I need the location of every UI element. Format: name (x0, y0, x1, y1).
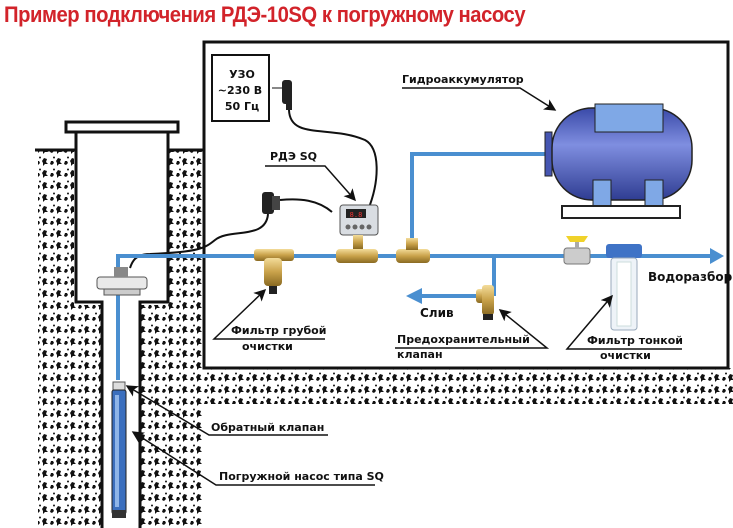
fine-filter (606, 244, 642, 331)
svg-text:РДЭ SQ: РДЭ SQ (270, 150, 317, 163)
label-safety-valve: Предохранительный клапан (395, 309, 550, 361)
pressure-controller: 8.8 (336, 204, 379, 263)
svg-text:очистки: очистки (242, 340, 293, 353)
label-check-valve: Обратный клапан (125, 385, 328, 436)
well-casing (64, 120, 180, 528)
svg-text:очистки: очистки (600, 349, 651, 362)
pump-plug-icon (262, 192, 280, 214)
submersible-pump (111, 381, 127, 518)
power-plug-icon (272, 80, 292, 110)
svg-text:Обратный клапан: Обратный клапан (211, 421, 324, 434)
soil (38, 150, 733, 528)
svg-text:УЗО: УЗО (229, 68, 255, 81)
svg-text:Предохранительный: Предохранительный (397, 333, 530, 346)
ball-valve (563, 236, 591, 265)
svg-text:Фильтр тонкой: Фильтр тонкой (587, 334, 683, 347)
label-coarse-filter: Фильтр грубой очистки (212, 288, 326, 353)
svg-text:8.8: 8.8 (350, 211, 363, 219)
svg-text:Фильтр грубой: Фильтр грубой (231, 324, 326, 337)
label-outlet: Водоразбор (648, 270, 733, 284)
power-cable (288, 109, 378, 211)
svg-text:клапан: клапан (397, 348, 443, 361)
accumulator-tank (544, 103, 693, 219)
power-box: УЗО ~230 В 50 Гц (211, 54, 270, 122)
label-accumulator: Гидроаккумулятор (402, 73, 557, 111)
safety-valve (476, 285, 494, 320)
label-drain: Слив (420, 306, 454, 320)
svg-text:50 Гц: 50 Гц (225, 100, 259, 113)
label-pump: Погружной насос типа SQ (131, 431, 384, 486)
svg-text:Гидроаккумулятор: Гидроаккумулятор (402, 73, 524, 86)
well-head (96, 267, 148, 296)
svg-text:~230 В: ~230 В (218, 84, 262, 97)
tee-fitting (396, 249, 430, 263)
coarse-filter (254, 249, 294, 294)
label-fine-filter: Фильтр тонкой очистки (565, 294, 683, 362)
svg-text:Погружной насос типа SQ: Погружной насос типа SQ (219, 470, 384, 483)
label-controller: РДЭ SQ (265, 150, 356, 202)
diagram-title: Пример подключения РДЭ-10SQ к погружному… (4, 2, 526, 27)
